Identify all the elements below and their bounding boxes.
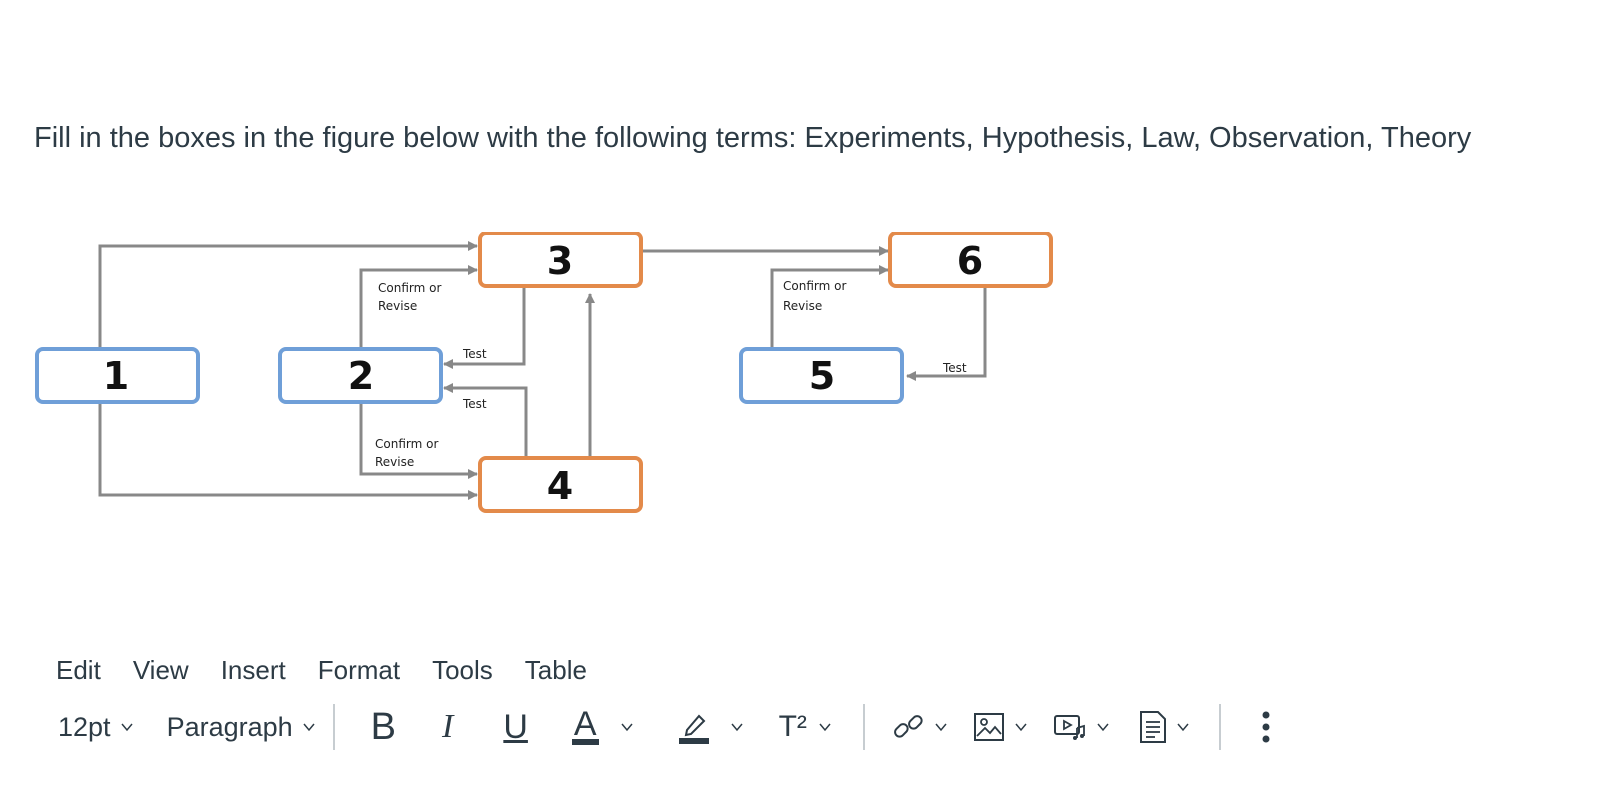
box-5: 5 xyxy=(739,347,904,404)
box-2-label: 2 xyxy=(348,354,374,398)
chevron-down-icon xyxy=(731,723,743,732)
edge-label-confirm: Confirm or xyxy=(783,279,846,293)
edge-label-confirm: Confirm or xyxy=(378,281,441,295)
document-icon xyxy=(1139,711,1166,743)
underline-button[interactable]: U xyxy=(503,710,528,744)
box-3-label: 3 xyxy=(547,239,573,283)
chevron-down-icon xyxy=(819,723,831,732)
chevron-down-icon xyxy=(1097,723,1109,732)
link-icon xyxy=(894,715,923,738)
italic-button[interactable]: I xyxy=(442,710,453,744)
text-color-icon: A xyxy=(571,705,599,745)
chevron-down-icon xyxy=(935,723,947,732)
chevron-down-icon xyxy=(621,723,633,732)
box-4: 4 xyxy=(478,456,643,513)
bold-button[interactable]: B xyxy=(371,708,396,746)
link-button[interactable] xyxy=(891,710,947,744)
connector-lines xyxy=(98,241,987,500)
edge-label-revise: Revise xyxy=(375,455,414,469)
font-size-value: 12pt xyxy=(58,711,111,742)
box-3: 3 xyxy=(478,232,643,288)
highlighter-icon xyxy=(678,714,709,744)
chevron-down-icon xyxy=(1015,723,1027,732)
menu-format[interactable]: Format xyxy=(317,654,401,685)
block-format-value: Paragraph xyxy=(166,711,293,742)
edge-label-revise: Revise xyxy=(378,299,417,313)
question-text: Fill in the boxes in the figure below wi… xyxy=(34,122,1472,154)
toolbar-separator xyxy=(332,704,335,750)
document-button[interactable] xyxy=(1139,710,1189,744)
toolbar-separator xyxy=(862,704,865,750)
block-format-select[interactable]: Paragraph xyxy=(167,712,315,743)
superscript-button[interactable]: T² xyxy=(779,712,831,742)
menu-table[interactable]: Table xyxy=(524,654,587,685)
more-options-button[interactable] xyxy=(1261,710,1271,744)
editor-toolbar: 12pt Paragraph B I U A T² xyxy=(58,700,1478,754)
menu-edit[interactable]: Edit xyxy=(56,654,101,685)
image-icon xyxy=(973,713,1004,741)
box-1-label: 1 xyxy=(103,354,129,398)
more-vertical-icon xyxy=(1262,711,1270,743)
chevron-down-icon xyxy=(120,723,133,732)
media-icon xyxy=(1053,715,1085,740)
toolbar-separator xyxy=(1218,704,1221,750)
font-size-select[interactable]: 12pt xyxy=(58,712,133,743)
text-color-button[interactable]: A xyxy=(571,705,633,745)
italic-icon: I xyxy=(442,708,454,745)
menu-tools[interactable]: Tools xyxy=(432,654,493,685)
box-5-label: 5 xyxy=(809,354,835,398)
editor-menubar: Edit View Insert Format Tools Table xyxy=(56,650,619,690)
edge-label-revise: Revise xyxy=(783,299,822,313)
box-2: 2 xyxy=(278,347,443,404)
process-diagram: 1 2 3 4 5 6 Confirm or Revise Confirm or… xyxy=(30,232,1100,532)
box-1: 1 xyxy=(35,347,200,404)
underline-icon: U xyxy=(503,708,528,746)
box-6-label: 6 xyxy=(957,239,983,283)
box-6: 6 xyxy=(888,232,1053,288)
chevron-down-icon xyxy=(303,723,315,732)
box-4-label: 4 xyxy=(547,464,573,508)
edge-label-test: Test xyxy=(462,347,487,361)
menu-view[interactable]: View xyxy=(132,654,189,685)
image-button[interactable] xyxy=(973,712,1027,742)
diagram-svg: 1 2 3 4 5 6 Confirm or Revise Confirm or… xyxy=(35,232,1053,513)
edge-label-test: Test xyxy=(462,397,487,411)
bold-icon: B xyxy=(370,706,397,748)
highlight-color-button[interactable] xyxy=(678,710,743,744)
superscript-icon: T² xyxy=(778,710,807,743)
edge-label-confirm: Confirm or xyxy=(375,437,438,451)
menu-insert[interactable]: Insert xyxy=(220,654,286,685)
edge-label-test: Test xyxy=(942,361,967,375)
chevron-down-icon xyxy=(1177,723,1189,732)
media-button[interactable] xyxy=(1053,712,1109,742)
